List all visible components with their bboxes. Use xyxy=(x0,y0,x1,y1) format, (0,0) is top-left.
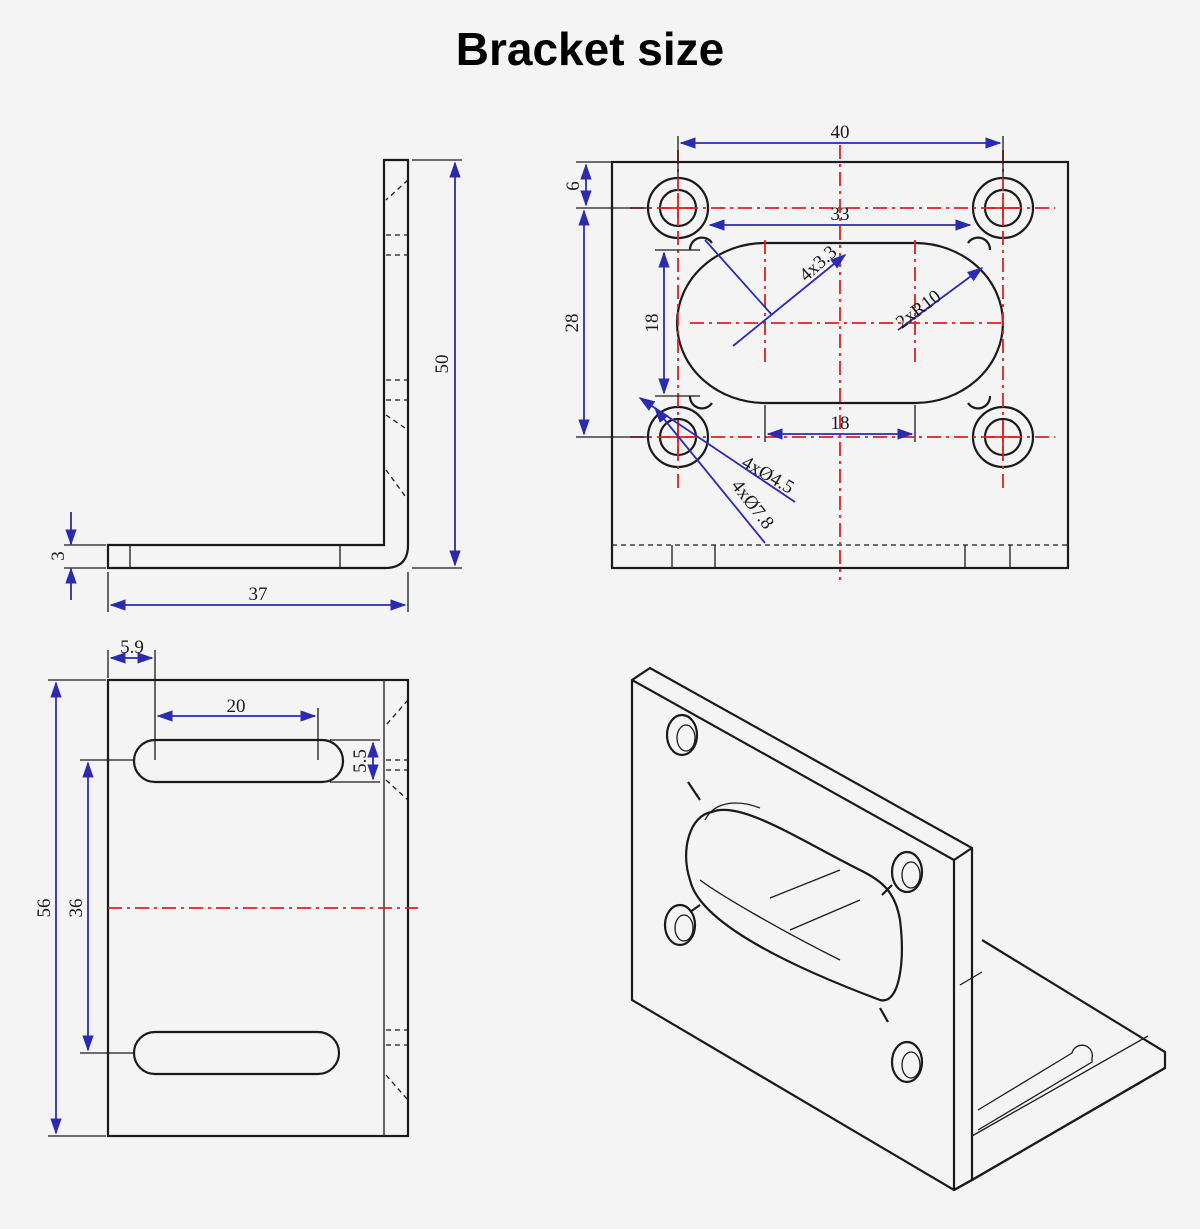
radius-label: 2xR10 xyxy=(892,286,945,333)
center-spacing-label: 18 xyxy=(831,413,850,434)
side-height-label: 50 xyxy=(432,355,453,374)
diagonal-slots xyxy=(688,236,992,410)
iso-holes xyxy=(663,713,924,1084)
slot-width-label: 33 xyxy=(831,204,850,225)
lower-slot xyxy=(132,1030,341,1076)
base-slot-width-label: 5.5 xyxy=(350,749,371,773)
upper-slot xyxy=(132,738,345,784)
page-title: Bracket size xyxy=(455,23,725,75)
base-depth-label: 56 xyxy=(34,899,55,918)
base-offset-label: 5.9 xyxy=(120,637,144,658)
vertical-spacing-label: 28 xyxy=(562,314,583,333)
base-slot-length-label: 20 xyxy=(227,696,246,717)
opening-height-label: 18 xyxy=(642,314,663,333)
center-lines xyxy=(630,145,1055,580)
base-slot-spacing-label: 36 xyxy=(66,899,87,918)
iso-opening xyxy=(685,808,903,1002)
isometric-view xyxy=(630,666,1167,1192)
side-view: 50 3 37 xyxy=(48,158,462,612)
front-plate xyxy=(610,160,1070,570)
side-length-label: 37 xyxy=(249,584,268,605)
base-view: 5.9 20 5.5 56 36 xyxy=(34,637,418,1138)
front-width-label: 40 xyxy=(831,122,850,143)
side-profile xyxy=(106,158,410,570)
front-view: 40 33 6 28 18 18 4x3.3 2xR10 4xØ4.5 xyxy=(562,122,1070,580)
center-opening xyxy=(675,241,1005,405)
side-thickness-label: 3 xyxy=(48,551,69,561)
top-offset-label: 6 xyxy=(563,181,584,191)
